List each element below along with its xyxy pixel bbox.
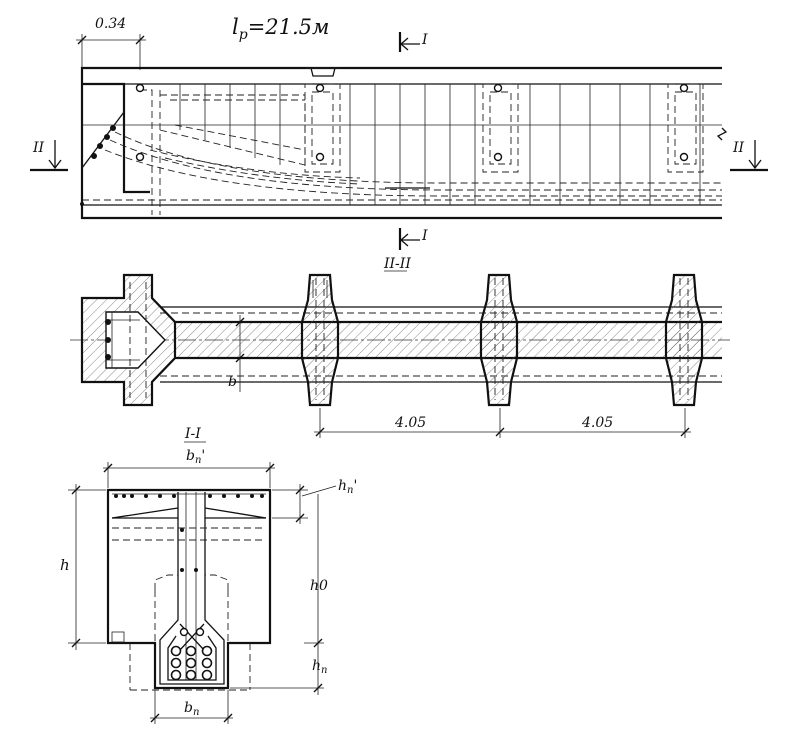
bottom-tendons [167, 623, 217, 681]
top-rebars [112, 493, 266, 572]
span-length-subscript: p [239, 27, 248, 43]
bottom-height-label: hn [312, 658, 327, 676]
rib-elevation-1 [304, 83, 341, 173]
span-length-value: =21.5м [248, 15, 330, 39]
plan-section-title: II-II [383, 256, 411, 272]
effective-depth-label: h0 [310, 578, 328, 594]
bottom-width-label: bn [184, 700, 199, 718]
flange-height-label: hn' [338, 478, 357, 496]
span-length-label: lp=21.5м [232, 15, 329, 43]
elevation-view: 0.34 [30, 16, 768, 250]
rib-plan-2 [479, 273, 519, 407]
svg-text:II: II [32, 140, 45, 156]
cross-section-I-I: I-I bn' [60, 426, 357, 724]
rib-plan-1 [300, 273, 340, 407]
cut-mark-I-top: I [398, 32, 428, 52]
span-length-symbol: l [232, 15, 239, 39]
svg-text:I: I [421, 228, 428, 244]
rib-spacing-dimension-2: 4.05 [581, 415, 613, 431]
cut-mark-II-left: II [30, 140, 68, 172]
stirrup-lines [82, 84, 722, 205]
rib-spacing-dimension-1: 4.05 [394, 415, 426, 431]
flange-width-label: bn' [186, 448, 205, 466]
cross-section-title: I-I [184, 426, 201, 442]
section-outline [106, 488, 272, 690]
end-offset-dimension: 0.34 [95, 16, 126, 32]
web-thickness-label: b [228, 374, 237, 390]
rib-plan-3 [664, 273, 704, 407]
height-label: h [60, 556, 70, 574]
plan-section-II-II: II-II [70, 256, 730, 438]
cut-mark-II-right: II [730, 140, 768, 172]
svg-text:II: II [732, 140, 745, 156]
cut-mark-I-bottom: I [398, 228, 428, 250]
rib-elevation-3 [667, 83, 704, 173]
svg-text:I: I [421, 32, 428, 48]
rib-elevation-2 [482, 83, 519, 173]
